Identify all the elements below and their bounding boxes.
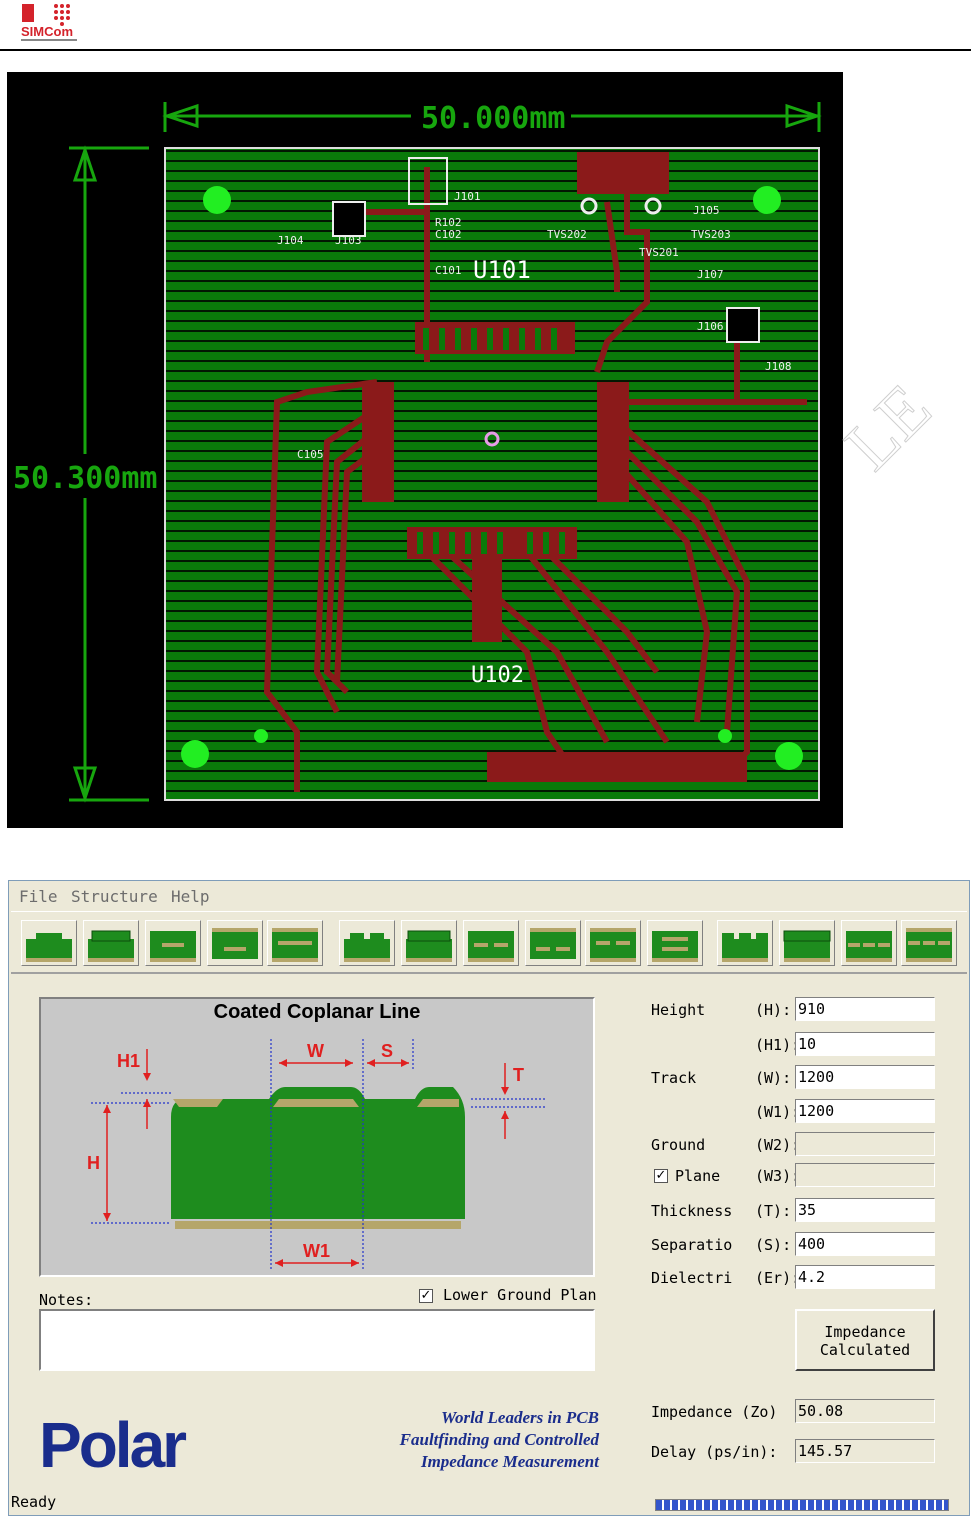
- structure-button-11[interactable]: [647, 920, 703, 966]
- impedance-output: 50.08: [795, 1399, 935, 1423]
- plane-checkbox[interactable]: ✓: [654, 1168, 668, 1183]
- chip-label-u102: U102: [471, 663, 524, 688]
- w-symbol: (W):: [755, 1069, 792, 1087]
- ref-j101: J101: [454, 190, 481, 203]
- ground-label: Ground: [651, 1136, 706, 1154]
- s-symbol: (S):: [755, 1236, 792, 1254]
- impedance-calculate-button[interactable]: Impedance Calculated: [795, 1309, 935, 1371]
- label-s: S: [381, 1041, 393, 1061]
- ref-j105: J105: [693, 204, 720, 217]
- chip-label-u101: U101: [473, 256, 531, 284]
- plane-w3-input[interactable]: [795, 1163, 935, 1187]
- ref-c105: C105: [297, 448, 324, 461]
- ref-tvs201: TVS201: [639, 246, 679, 259]
- ref-j107: J107: [697, 268, 724, 281]
- dielectric-label: Dielectri: [651, 1269, 733, 1287]
- track-w1-input[interactable]: 1200: [795, 1099, 935, 1123]
- structure-diagram: Coated Coplanar Line: [39, 997, 595, 1277]
- ground-w2-input[interactable]: [795, 1132, 935, 1156]
- calc-button-line1: Impedance: [824, 1323, 906, 1341]
- simcom-logo: SIMCom: [20, 2, 80, 46]
- pcb-layout-image: 50.000mm 50.300mm: [7, 72, 843, 828]
- structure-button-4[interactable]: [207, 920, 263, 966]
- h1-input[interactable]: 10: [795, 1032, 935, 1056]
- progress-bar: [655, 1499, 949, 1511]
- dielectric-input[interactable]: 4.2: [795, 1265, 935, 1289]
- track-w-input[interactable]: 1200: [795, 1065, 935, 1089]
- separation-input[interactable]: 400: [795, 1232, 935, 1256]
- label-t: T: [513, 1065, 524, 1085]
- structure-button-1[interactable]: [21, 920, 77, 966]
- structure-button-12[interactable]: [717, 920, 773, 966]
- header-rule: [0, 49, 971, 51]
- watermark-fragment: LE: [830, 370, 946, 486]
- structure-button-10[interactable]: [585, 920, 641, 966]
- label-w1: W1: [303, 1241, 330, 1261]
- ref-tvs202: TVS202: [547, 228, 587, 241]
- polar-logo-text: Polar: [39, 1409, 186, 1479]
- menu-file[interactable]: File: [19, 887, 58, 906]
- notes-label: Notes:: [39, 1291, 94, 1309]
- h-symbol: (H):: [755, 1001, 792, 1019]
- w2-symbol: (W2):: [755, 1136, 801, 1154]
- pcb-width-label: 50.000mm: [421, 101, 566, 136]
- menu-help[interactable]: Help: [171, 887, 210, 906]
- label-h: H: [87, 1153, 100, 1173]
- label-w: W: [307, 1041, 324, 1061]
- diagram-title: Coated Coplanar Line: [213, 1001, 421, 1023]
- delay-label: Delay (ps/in):: [651, 1443, 778, 1461]
- structure-button-13[interactable]: [779, 920, 835, 966]
- ref-c102: C102: [435, 228, 462, 241]
- brand-name: SIMCom: [21, 24, 73, 39]
- calc-button-line2: Calculated: [819, 1341, 911, 1359]
- ref-tvs203: TVS203: [691, 228, 731, 241]
- structure-button-6[interactable]: [339, 920, 395, 966]
- structure-button-7[interactable]: [401, 920, 457, 966]
- plane-label: Plane: [675, 1167, 721, 1185]
- height-label: Height: [651, 1001, 706, 1019]
- ref-j106: J106: [697, 320, 724, 333]
- er-symbol: (Er):: [755, 1269, 801, 1287]
- ref-j108: J108: [765, 360, 792, 373]
- impedance-calculator-window: File Structure Help Coated Coplanar Line: [8, 880, 970, 1516]
- menu-bar: File Structure Help: [9, 881, 969, 911]
- thickness-input[interactable]: 35: [795, 1198, 935, 1222]
- label-h1: H1: [117, 1051, 140, 1071]
- notes-textarea[interactable]: [39, 1309, 595, 1371]
- ref-c101: C101: [435, 264, 462, 277]
- structure-button-3[interactable]: [145, 920, 201, 966]
- thickness-label: Thickness: [651, 1202, 733, 1220]
- structure-button-9[interactable]: [525, 920, 581, 966]
- tagline-line2: Faultfinding and Controlled: [399, 1430, 599, 1449]
- structure-button-8[interactable]: [463, 920, 519, 966]
- structure-button-15[interactable]: [901, 920, 957, 966]
- polar-tagline: World Leaders in PCB Faultfinding and Co…: [349, 1407, 599, 1473]
- separation-label: Separatio: [651, 1236, 733, 1254]
- structure-toolbar: [11, 911, 967, 973]
- status-text: Ready: [11, 1493, 57, 1511]
- structure-button-5[interactable]: [267, 920, 323, 966]
- polar-logo: Polar: [39, 1409, 239, 1481]
- menu-structure[interactable]: Structure: [71, 887, 158, 906]
- w3-symbol: (W3):: [755, 1167, 801, 1185]
- pcb-height-label: 50.300mm: [13, 461, 158, 496]
- height-input[interactable]: 910: [795, 997, 935, 1021]
- track-label: Track: [651, 1069, 697, 1087]
- w1-symbol: (W1):: [755, 1103, 801, 1121]
- delay-output: 145.57: [795, 1439, 935, 1463]
- impedance-label: Impedance (Zo): [651, 1403, 778, 1421]
- structure-button-2[interactable]: [83, 920, 139, 966]
- tagline-line1: World Leaders in PCB: [441, 1408, 599, 1427]
- h1-symbol: (H1):: [755, 1036, 801, 1054]
- lower-ground-checkbox[interactable]: ✓: [419, 1288, 433, 1303]
- ref-r102: R102: [435, 216, 462, 229]
- t-symbol: (T):: [755, 1202, 792, 1220]
- ref-j103: J103: [335, 234, 362, 247]
- lower-ground-label: Lower Ground Plan: [443, 1286, 597, 1304]
- tagline-line3: Impedance Measurement: [420, 1452, 599, 1471]
- ref-j104: J104: [277, 234, 304, 247]
- structure-button-14[interactable]: [841, 920, 897, 966]
